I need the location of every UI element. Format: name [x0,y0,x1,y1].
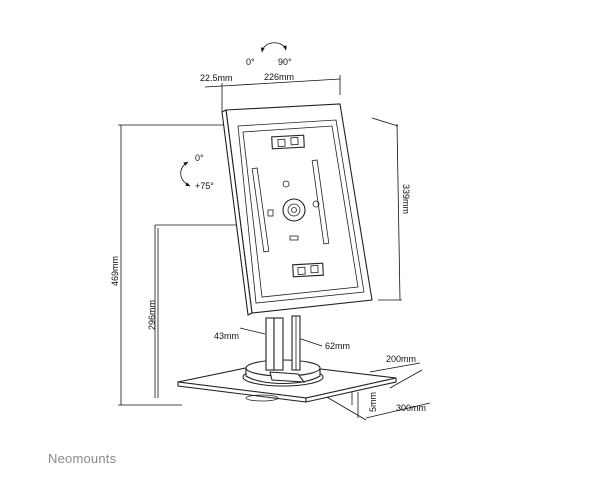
rotation-zero-label: 0° [246,57,255,67]
base-width-dim [365,402,431,419]
rotation-arrow-icon [260,42,287,53]
stand-pole [242,315,324,387]
pole-width-label: 62mm [325,341,350,351]
pivot-height-label: 296mm [147,300,157,330]
base-width-label: 300mm [396,403,426,413]
total-height-label: 469mm [110,256,120,286]
tilt-arrow-icon [180,161,191,187]
tilt-max-label: +75° [195,181,214,191]
base-thickness-label: 5mm [368,392,378,412]
panel-width-dim [221,78,341,87]
pole-depth-label: 43mm [214,331,239,341]
base-depth-label: 200mm [386,354,416,364]
pole-depth-dim [239,327,266,335]
rotation-ninety-label: 90° [278,57,292,67]
panel-width-label: 226mm [264,72,294,82]
offset-label: 22.5mm [200,73,233,83]
panel-height-dim [396,123,401,301]
tilt-zero-label: 0° [195,153,204,163]
extension-lines [118,75,423,421]
brand-logo-text: Neomounts [48,451,117,466]
tablet-enclosure [221,103,373,316]
dimension-lines [120,78,431,419]
panel-height-label: 339mm [401,184,411,214]
base-depth-dim [369,362,421,373]
offset-dim [204,85,223,88]
